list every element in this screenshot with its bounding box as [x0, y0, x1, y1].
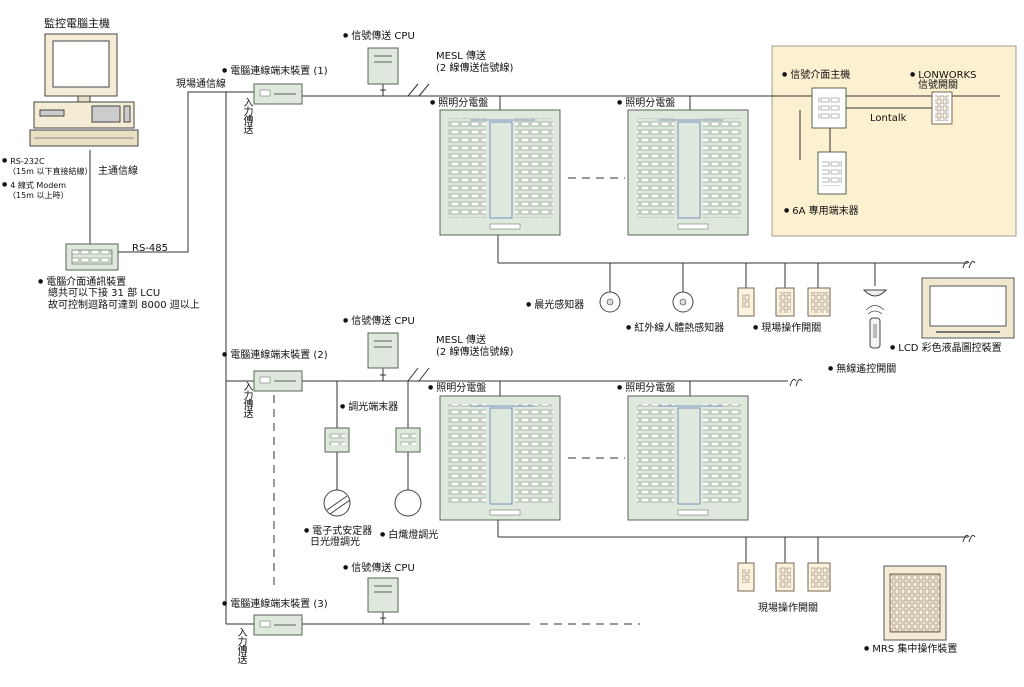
field-switch-icon — [775, 562, 795, 592]
host-title: 監控電腦主機 — [44, 17, 110, 30]
wireless-receiver-icon — [862, 289, 888, 297]
pir-sensor-icon — [672, 291, 694, 313]
host-computer-icon — [29, 33, 139, 147]
mesl-note-1: (2 線傳送信號線) — [436, 63, 514, 74]
signal-cpu-1-label: 信號傳送 CPU — [343, 30, 415, 43]
dimmer-terminal-icon — [324, 427, 350, 453]
lighting-panel-label: 照明分電盤 — [617, 97, 675, 110]
lcd-control-label: LCD 彩色液晶圖控裝置 — [890, 342, 1001, 355]
input-transmit-label-1: 入力傳送 — [241, 97, 252, 133]
lighting-panel-icon — [627, 109, 749, 236]
incandescent-label: 白熾燈調光 — [380, 529, 438, 542]
mrs-operation-device-icon — [883, 565, 947, 641]
lighting-panel-icon — [439, 395, 561, 521]
interface-line3: 故可控制迴路可達到 8000 迴以上 — [48, 300, 200, 311]
lighting-panel-icon — [627, 395, 749, 521]
field-comm-line-label: 現場通信線 — [176, 79, 226, 90]
daylight-sensor-icon — [599, 291, 621, 313]
mrs-label: MRS 集中操作裝置 — [864, 643, 957, 656]
wireless-remote-label: 無線遙控開關 — [828, 363, 896, 376]
signal-cpu-3-label: 信號傳送 CPU — [343, 562, 415, 575]
computer-interface-device-icon — [65, 243, 119, 271]
pir-sensor-label: 紅外線人體熱感知器 — [626, 322, 724, 335]
lighting-panel-label: 照明分電盤 — [430, 97, 488, 110]
daylight-sensor-label: 晨光感知器 — [526, 299, 584, 312]
terminal-1-label: 電腦連線端末裝置 (1) — [222, 65, 327, 78]
field-switch-label-1: 現場操作開關 — [753, 322, 821, 335]
field-switch-icon — [737, 562, 755, 592]
input-transmit-label-3: 入力傳送 — [235, 627, 246, 663]
signal-cpu-3-icon — [367, 577, 399, 613]
dimmer-terminal-icon — [395, 427, 421, 453]
signal-interface-host-label: 信號介面主機 — [782, 69, 850, 82]
mesl-label-2: MESL 傳送 — [436, 335, 487, 346]
dedicated-6a-terminal-icon — [817, 151, 847, 195]
main-comm-line-label: 主通信線 — [98, 166, 138, 177]
mesl-label-1: MESL 傳送 — [436, 51, 487, 62]
modem-note: （15m 以上時） — [8, 191, 69, 200]
fluorescent-lamp-icon — [323, 489, 351, 517]
connection-terminal-1-icon — [253, 83, 303, 105]
lonworks-label: LONWORKS — [910, 69, 976, 82]
lighting-panel-label: 照明分電盤 — [617, 382, 675, 395]
field-switch-icon — [807, 562, 831, 592]
signal-cpu-1-icon — [367, 47, 399, 85]
rs232c-note: （15m 以下直接結線） — [8, 167, 93, 176]
lighting-panel-icon — [439, 109, 561, 236]
lonworks-switch-label: 信號開關 — [918, 80, 958, 91]
field-switch-icon — [807, 287, 831, 317]
input-transmit-label-2: 入力傳送 — [241, 381, 252, 417]
ballast-label: 電子式安定器 — [304, 525, 372, 538]
terminal-3-label: 電腦連線端末裝置 (3) — [222, 598, 327, 611]
connection-terminal-2-icon — [253, 370, 303, 392]
ballast-note: 日光燈調光 — [310, 537, 360, 548]
field-switch-icon — [775, 287, 795, 317]
interface-title: 電腦介面通訊裝置 — [38, 276, 126, 289]
incandescent-lamp-icon — [394, 489, 422, 517]
lighting-panel-label: 照明分電盤 — [428, 382, 486, 395]
lcd-control-device-icon — [921, 277, 1015, 339]
connection-terminal-3-icon — [253, 614, 303, 636]
field-switch-label-2: 現場操作開關 — [758, 603, 818, 614]
lontalk-label: Lontalk — [870, 113, 907, 124]
terminal-2-label: 電腦連線端末裝置 (2) — [222, 349, 327, 362]
modem-label: 4 線式 Modem — [2, 180, 66, 191]
interface-line2: 總共可以下接 31 部 LCU — [48, 288, 161, 299]
signal-cpu-2-label: 信號傳送 CPU — [343, 315, 415, 328]
lonworks-switch-icon — [931, 91, 953, 125]
dimmer-terminal-label: 調光端末器 — [340, 401, 398, 414]
mesl-note-2: (2 線傳送信號線) — [436, 347, 514, 358]
rs232c-label: RS-232C — [2, 156, 44, 167]
dedicated-6a-label: 6A 專用端末器 — [784, 205, 858, 218]
signal-cpu-2-icon — [367, 332, 399, 369]
signal-interface-host-icon — [811, 87, 847, 129]
field-switch-icon — [737, 287, 755, 317]
rs485-label: RS-485 — [132, 243, 168, 254]
wireless-remote-icon — [865, 305, 885, 349]
